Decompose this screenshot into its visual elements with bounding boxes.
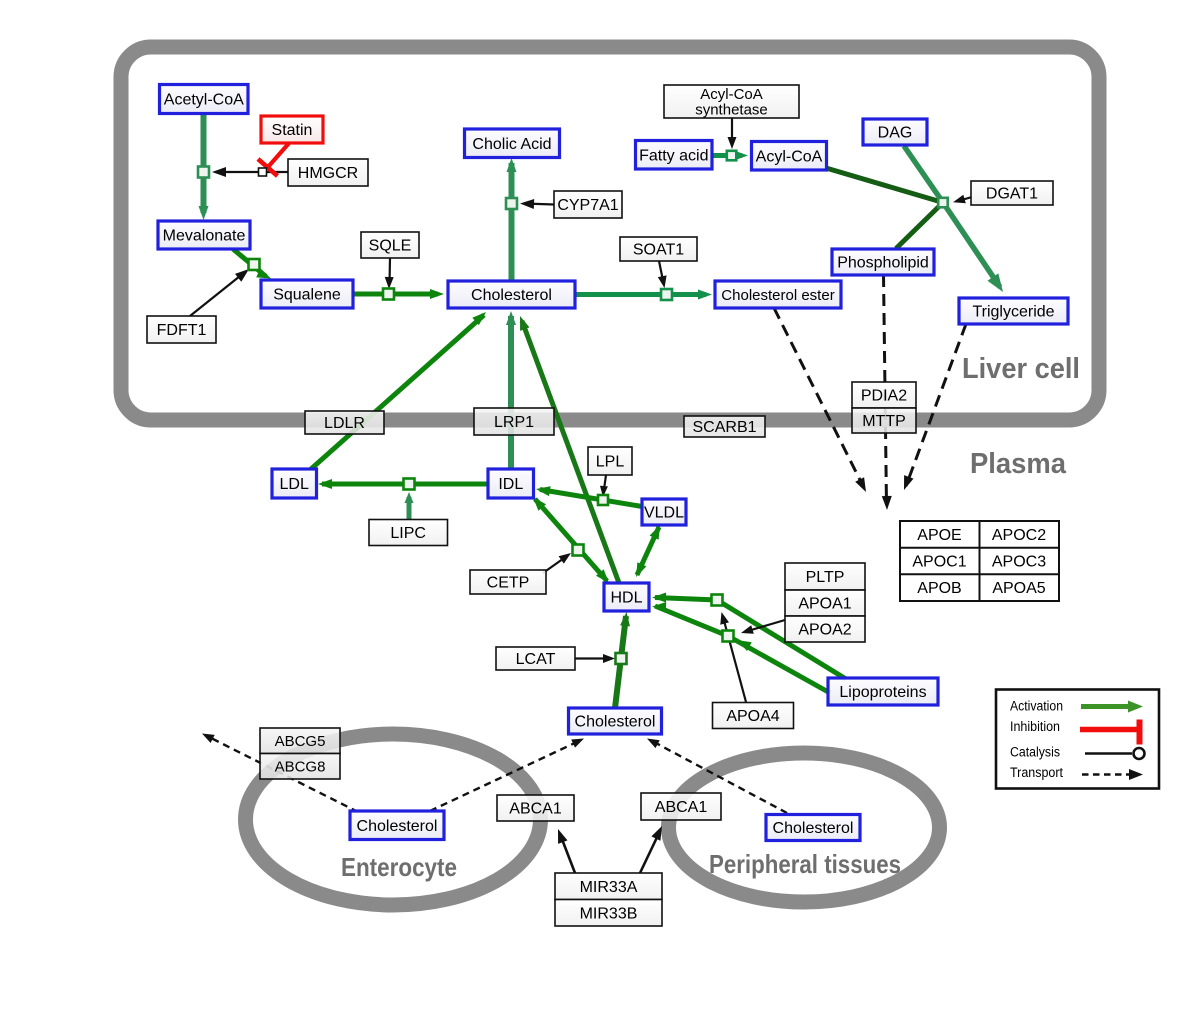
svg-text:Cholesterol: Cholesterol <box>357 818 438 835</box>
svg-text:Triglyceride: Triglyceride <box>972 304 1054 321</box>
svg-text:APOB: APOB <box>917 580 961 597</box>
svg-text:CYP7A1: CYP7A1 <box>557 197 618 214</box>
svg-text:CETP: CETP <box>487 575 530 592</box>
svg-text:IDL: IDL <box>498 476 523 493</box>
svg-text:Acyl-CoA: Acyl-CoA <box>756 148 823 165</box>
svg-text:Inhibition: Inhibition <box>1010 719 1060 734</box>
svg-text:Lipoproteins: Lipoproteins <box>839 684 926 701</box>
svg-text:HDL: HDL <box>610 590 642 607</box>
svg-text:ABCG5: ABCG5 <box>275 733 326 750</box>
svg-text:Catalysis: Catalysis <box>1010 745 1060 760</box>
svg-text:PLTP: PLTP <box>806 569 845 586</box>
svg-text:HMGCR: HMGCR <box>298 165 358 182</box>
svg-text:SCARB1: SCARB1 <box>692 419 756 436</box>
svg-text:DGAT1: DGAT1 <box>986 186 1038 203</box>
svg-text:LDL: LDL <box>280 476 309 493</box>
svg-text:Statin: Statin <box>272 122 313 139</box>
svg-text:Cholesterol: Cholesterol <box>575 714 656 731</box>
svg-text:Squalene: Squalene <box>273 287 341 304</box>
svg-text:Cholesterol: Cholesterol <box>773 820 854 837</box>
svg-text:APOA1: APOA1 <box>798 596 851 613</box>
svg-text:LPL: LPL <box>596 454 625 471</box>
svg-text:synthetase: synthetase <box>695 101 768 118</box>
svg-text:Acyl-CoA: Acyl-CoA <box>700 86 763 103</box>
svg-text:Acetyl-CoA: Acetyl-CoA <box>164 92 244 109</box>
svg-text:SQLE: SQLE <box>369 238 412 255</box>
svg-text:ABCA1: ABCA1 <box>509 801 562 818</box>
svg-text:Cholic Acid: Cholic Acid <box>472 136 551 153</box>
svg-text:Plasma: Plasma <box>970 448 1067 480</box>
svg-text:Enterocyte: Enterocyte <box>341 852 457 882</box>
svg-text:Liver cell: Liver cell <box>962 353 1080 385</box>
svg-text:MTTP: MTTP <box>862 413 906 430</box>
svg-text:Activation: Activation <box>1010 699 1063 714</box>
svg-text:LRP1: LRP1 <box>494 414 534 431</box>
svg-text:APOC3: APOC3 <box>992 554 1046 571</box>
svg-text:VLDL: VLDL <box>644 505 684 522</box>
svg-text:APOA4: APOA4 <box>726 708 779 725</box>
svg-text:Fatty acid: Fatty acid <box>639 147 708 164</box>
svg-text:MIR33A: MIR33A <box>580 879 638 896</box>
svg-text:SOAT1: SOAT1 <box>633 242 684 259</box>
svg-text:Cholesterol ester: Cholesterol ester <box>721 287 834 304</box>
svg-text:APOE: APOE <box>917 527 961 544</box>
svg-text:Peripheral tissues: Peripheral tissues <box>709 849 901 879</box>
svg-text:DAG: DAG <box>878 125 913 142</box>
svg-text:FDFT1: FDFT1 <box>157 322 207 339</box>
svg-text:APOC2: APOC2 <box>992 527 1046 544</box>
svg-text:Transport: Transport <box>1010 765 1063 780</box>
svg-text:Mevalonate: Mevalonate <box>163 228 246 245</box>
svg-text:APOA5: APOA5 <box>992 580 1045 597</box>
svg-text:Cholesterol: Cholesterol <box>471 287 552 304</box>
svg-text:APOA2: APOA2 <box>798 622 851 639</box>
svg-text:Phospholipid: Phospholipid <box>837 255 929 272</box>
svg-text:APOC1: APOC1 <box>912 554 966 571</box>
svg-text:LDLR: LDLR <box>324 415 365 432</box>
svg-text:PDIA2: PDIA2 <box>861 388 907 405</box>
svg-text:LCAT: LCAT <box>516 651 556 668</box>
svg-text:LIPC: LIPC <box>390 525 426 542</box>
svg-text:MIR33B: MIR33B <box>580 905 638 922</box>
svg-text:ABCA1: ABCA1 <box>655 799 708 816</box>
svg-text:ABCG8: ABCG8 <box>275 759 326 776</box>
